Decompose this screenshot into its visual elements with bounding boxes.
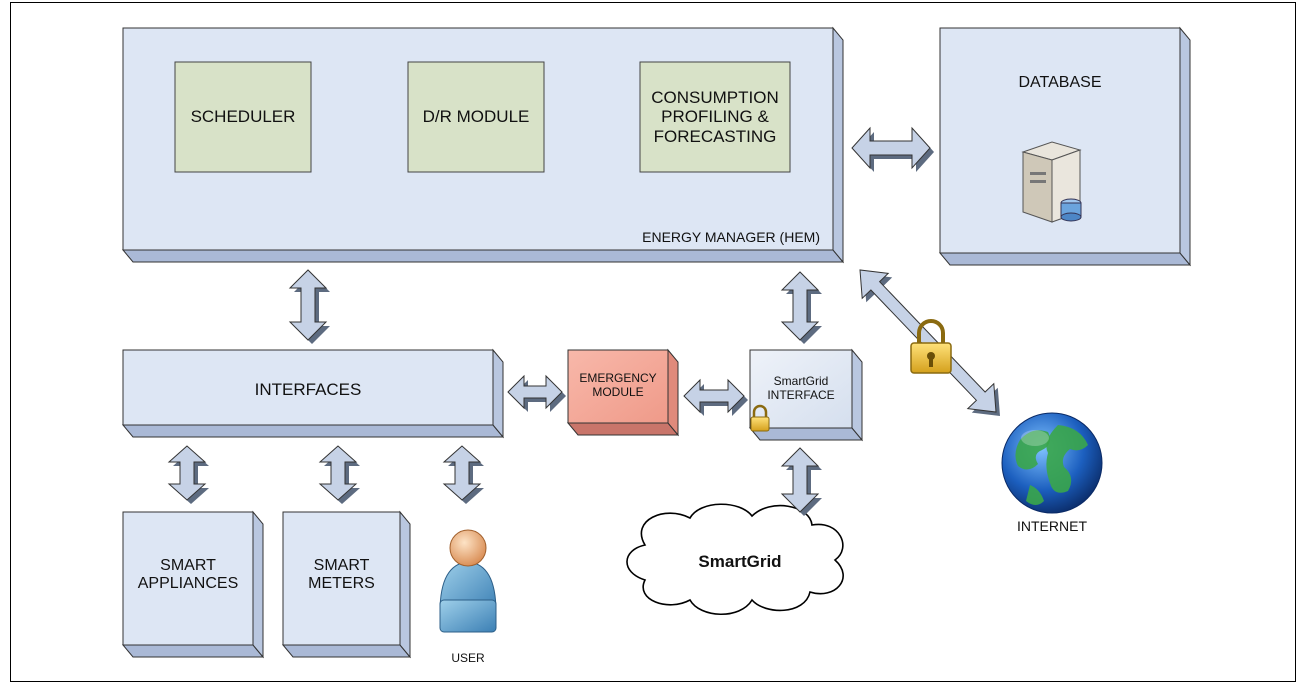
arrow-hem-interfaces bbox=[288, 269, 328, 341]
consumption-label: CONSUMPTION PROFILING & FORECASTING bbox=[651, 87, 779, 146]
arrows-layer bbox=[167, 126, 1000, 516]
smart-appliances-label: SMART APPLIANCES bbox=[137, 557, 239, 593]
arrow-interfaces-appliances bbox=[167, 445, 207, 501]
arrow-interfaces-emergency bbox=[507, 374, 563, 410]
energy-manager-label: ENERGY MANAGER (HEM) bbox=[642, 229, 820, 245]
database-label: DATABASE bbox=[1018, 74, 1102, 91]
arrow-emergency-smartgrid-interface bbox=[683, 378, 745, 414]
dr-module-label: D/R MODULE bbox=[422, 107, 530, 127]
smart-appliances-box bbox=[121, 510, 265, 659]
server-database-icon bbox=[1021, 141, 1082, 223]
globe-icon bbox=[1001, 412, 1103, 514]
arrow-smartgrid-interface-cloud bbox=[780, 447, 820, 513]
smartgrid-interface-label: SmartGrid INTERFACE bbox=[767, 374, 835, 402]
arrow-hem-database bbox=[851, 126, 931, 170]
big-padlock-icon bbox=[910, 319, 952, 374]
dr-module bbox=[407, 61, 545, 173]
internet-label: INTERNET bbox=[1017, 518, 1087, 534]
smartgrid-interface-box bbox=[748, 348, 864, 442]
consumption-module bbox=[639, 61, 791, 173]
scheduler-label: SCHEDULER bbox=[190, 107, 296, 127]
emergency-module-label: EMERGENCY MODULE bbox=[579, 371, 657, 399]
smartgrid-label: SmartGrid bbox=[698, 552, 782, 571]
user-icon bbox=[439, 529, 497, 633]
padlock-icon bbox=[750, 404, 770, 432]
scheduler-module bbox=[174, 61, 312, 173]
user-label: USER bbox=[451, 651, 485, 665]
arrow-database-internet bbox=[859, 269, 997, 413]
smart-meters-box bbox=[281, 510, 412, 659]
interfaces-label: INTERFACES bbox=[254, 380, 362, 399]
smart-meters-label: SMART METERS bbox=[308, 557, 375, 593]
smartgrid-cloud bbox=[626, 503, 844, 616]
interfaces-box bbox=[121, 348, 505, 439]
arrow-hem-smartgrid-interface bbox=[780, 271, 820, 341]
emergency-module-box bbox=[566, 348, 680, 437]
arrow-interfaces-user bbox=[442, 445, 482, 501]
arrow-interfaces-meters bbox=[318, 445, 358, 501]
